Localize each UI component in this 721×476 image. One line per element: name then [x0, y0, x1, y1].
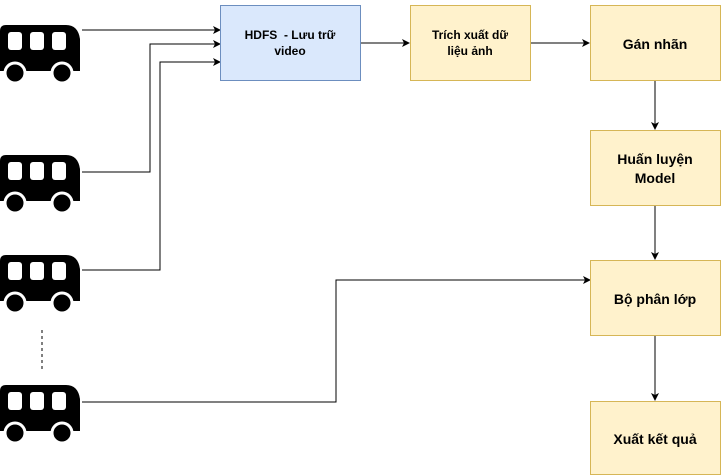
train-label-line1: Huấn luyện — [617, 151, 692, 167]
connector-bus2-hdfs — [82, 40, 221, 173]
bus-icon — [0, 253, 82, 315]
output-label: Xuất kết quả — [613, 431, 696, 447]
connector-bus3-hdfs — [82, 58, 221, 271]
hdfs-storage-box: HDFS - Lưu trữ video — [220, 5, 361, 81]
hdfs-label-line2: video — [274, 44, 305, 58]
bus-icon — [0, 383, 82, 445]
bus-icon — [0, 23, 82, 85]
classifier-label: Bộ phân lớp — [614, 291, 696, 307]
extract-label-line2: liệu ảnh — [447, 44, 492, 58]
labeling-label: Gán nhãn — [623, 36, 688, 52]
connector-bus4-classifier — [82, 276, 591, 403]
output-result-box: Xuất kết quả — [590, 401, 721, 475]
hdfs-label-line1: HDFS - Lưu trữ — [245, 28, 336, 42]
classifier-box: Bộ phân lớp — [590, 260, 721, 336]
bus-icon — [0, 153, 82, 215]
train-label-line2: Model — [635, 170, 675, 186]
labeling-box: Gán nhãn — [590, 5, 721, 81]
train-model-box: Huấn luyện Model — [590, 130, 721, 206]
extract-label-line1: Trích xuất dữ — [432, 28, 508, 42]
extract-image-data-box: Trích xuất dữ liệu ảnh — [410, 5, 531, 81]
